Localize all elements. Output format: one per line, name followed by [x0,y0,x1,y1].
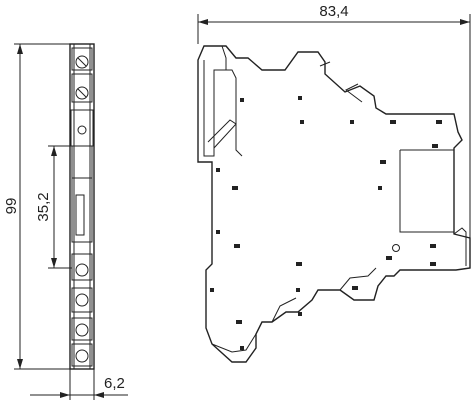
width-dimension: 83,4 [197,3,471,238]
side-body-outline [69,43,95,370]
top-terminals [71,47,93,103]
height-label: 99 [3,198,20,215]
bottom-terminals [71,253,93,367]
inner-height-label: 35,2 [35,192,52,221]
housing-outline [197,45,471,363]
side-view: 99 35,2 6,2 [3,43,128,400]
front-view: 83,4 [197,3,471,363]
height-dimension: 99 [3,43,70,370]
inner-height-dimension: 35,2 [35,145,72,269]
thickness-label: 6,2 [104,375,125,392]
thickness-dimension: 6,2 [30,369,128,400]
width-label: 83,4 [319,3,348,20]
housing-marker-squares [210,96,442,350]
